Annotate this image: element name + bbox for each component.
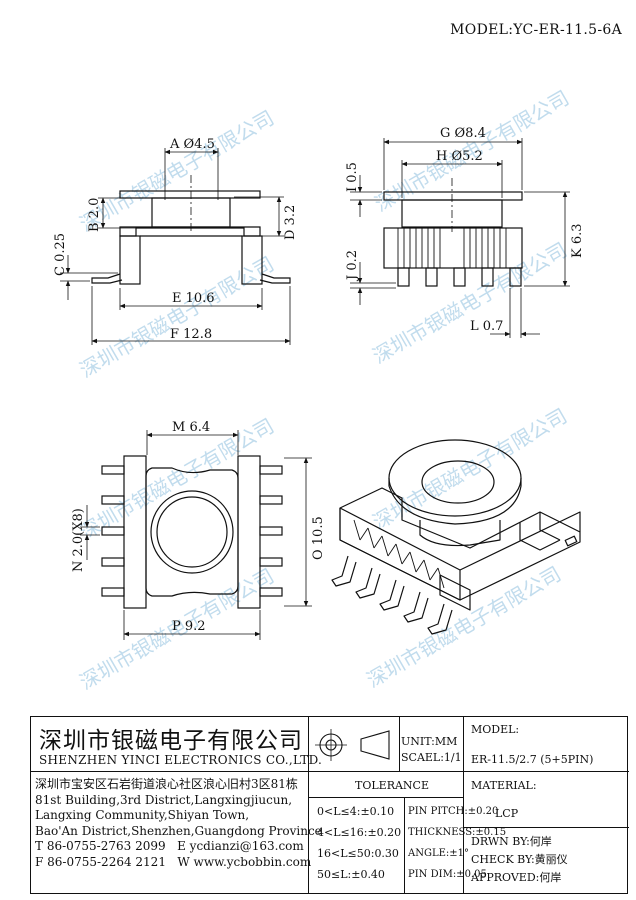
tolerance-row: 4<L≤16:±0.20 [317, 826, 402, 839]
address-block: 深圳市宝安区石岩街道浪心社区浪心旧村3区81栋 81st Building,3r… [35, 777, 322, 871]
dim-L: L 0.7 [470, 319, 503, 334]
material-value: LCP [495, 807, 519, 820]
tolerance-title: TOLERANCE [355, 779, 429, 792]
model-title: MODEL:YC-ER-11.5-6A [450, 22, 622, 38]
projection-symbol-icon [315, 729, 390, 761]
material-label: MATERIAL: [471, 779, 537, 792]
check-by: CHECK BY:黄丽仪 [471, 853, 568, 866]
tel: T 86-0755-2763 2099 [35, 839, 166, 854]
company-name-en: SHENZHEN YINCI ELECTRONICS CO.,LTD. [39, 753, 323, 767]
watermark-3: 深圳市银磁电子有限公司 [76, 252, 279, 383]
tolerance-row: PIN PITCH:±0.20 [408, 806, 499, 817]
top-view [80, 430, 312, 640]
dim-G: G Ø8.4 [440, 126, 486, 141]
address-cn: 深圳市宝安区石岩街道浪心社区浪心旧村3区81栋 [35, 777, 298, 791]
approved-by: APPROVED:何岸 [471, 871, 562, 884]
tolerance-left: 0<L≤4:±0.10 4<L≤16:±0.20 16<L≤50:0.30 50… [317, 801, 401, 885]
dim-N: N 2.0(X8) [71, 508, 86, 572]
tolerance-row: 50≤L:±0.40 [317, 868, 385, 881]
model-label: MODEL: [471, 723, 520, 736]
unit-label: UNIT:MM [401, 735, 458, 748]
address-en-1: 81st Building,3rd District,Langxingjiucu… [35, 792, 293, 807]
dim-B: B 2.0 [87, 198, 102, 232]
tolerance-right: PIN PITCH:±0.20 THICKNESS:±0.15 ANGLE:±1… [408, 801, 506, 885]
dim-C: C 0.25 [53, 233, 68, 276]
dim-K: K 6.3 [570, 223, 585, 258]
dim-M: M 6.4 [172, 420, 210, 435]
scale-label: SCAEL:1/1 [401, 751, 462, 764]
watermark-8: 深圳市银磁电子有限公司 [363, 562, 566, 693]
side-view [350, 138, 570, 338]
model-value: ER-11.5/2.7 (5+5PIN) [471, 753, 594, 766]
dim-H: H Ø5.2 [436, 149, 483, 164]
front-view [60, 148, 291, 345]
dim-P: P 9.2 [172, 619, 206, 634]
website: W www.ycbobbin.com [177, 854, 312, 869]
tolerance-row: 0<L≤4:±0.10 [317, 805, 395, 818]
isometric-view [331, 439, 581, 635]
tolerance-row: ANGLE:±1° [408, 848, 470, 859]
dim-F: F 12.8 [170, 327, 212, 342]
address-en-3: Bao'An District,Shenzhen,Guangdong Provi… [35, 823, 322, 838]
title-block: 深圳市银磁电子有限公司 SHENZHEN YINCI ELECTRONICS C… [30, 716, 629, 894]
drawn-by: DRWN BY:何岸 [471, 835, 552, 848]
dim-J: J 0.2 [345, 250, 360, 282]
dim-D: D 3.2 [283, 205, 298, 240]
tolerance-row: PIN DIM:±0.05 [408, 869, 487, 880]
fax: F 86-0755-2264 2121 [35, 854, 166, 869]
watermark-group: 深圳市银磁电子有限公司 深圳市银磁电子有限公司 深圳市银磁电子有限公司 深圳市银… [76, 86, 574, 695]
tolerance-row: THICKNESS:±0.15 [408, 827, 507, 838]
dim-E: E 10.6 [172, 291, 215, 306]
email: E ycdianzi@163.com [177, 839, 304, 854]
tolerance-row: 16<L≤50:0.30 [317, 847, 399, 860]
address-en-2: Langxing Community,Shiyan Town, [35, 808, 250, 823]
dim-O: O 10.5 [311, 516, 326, 560]
company-name-cn: 深圳市银磁电子有限公司 [39, 728, 303, 754]
watermark-1: 深圳市银磁电子有限公司 [76, 106, 279, 237]
dim-I: I 0.5 [345, 162, 360, 192]
dim-A: A Ø4.5 [169, 137, 215, 152]
